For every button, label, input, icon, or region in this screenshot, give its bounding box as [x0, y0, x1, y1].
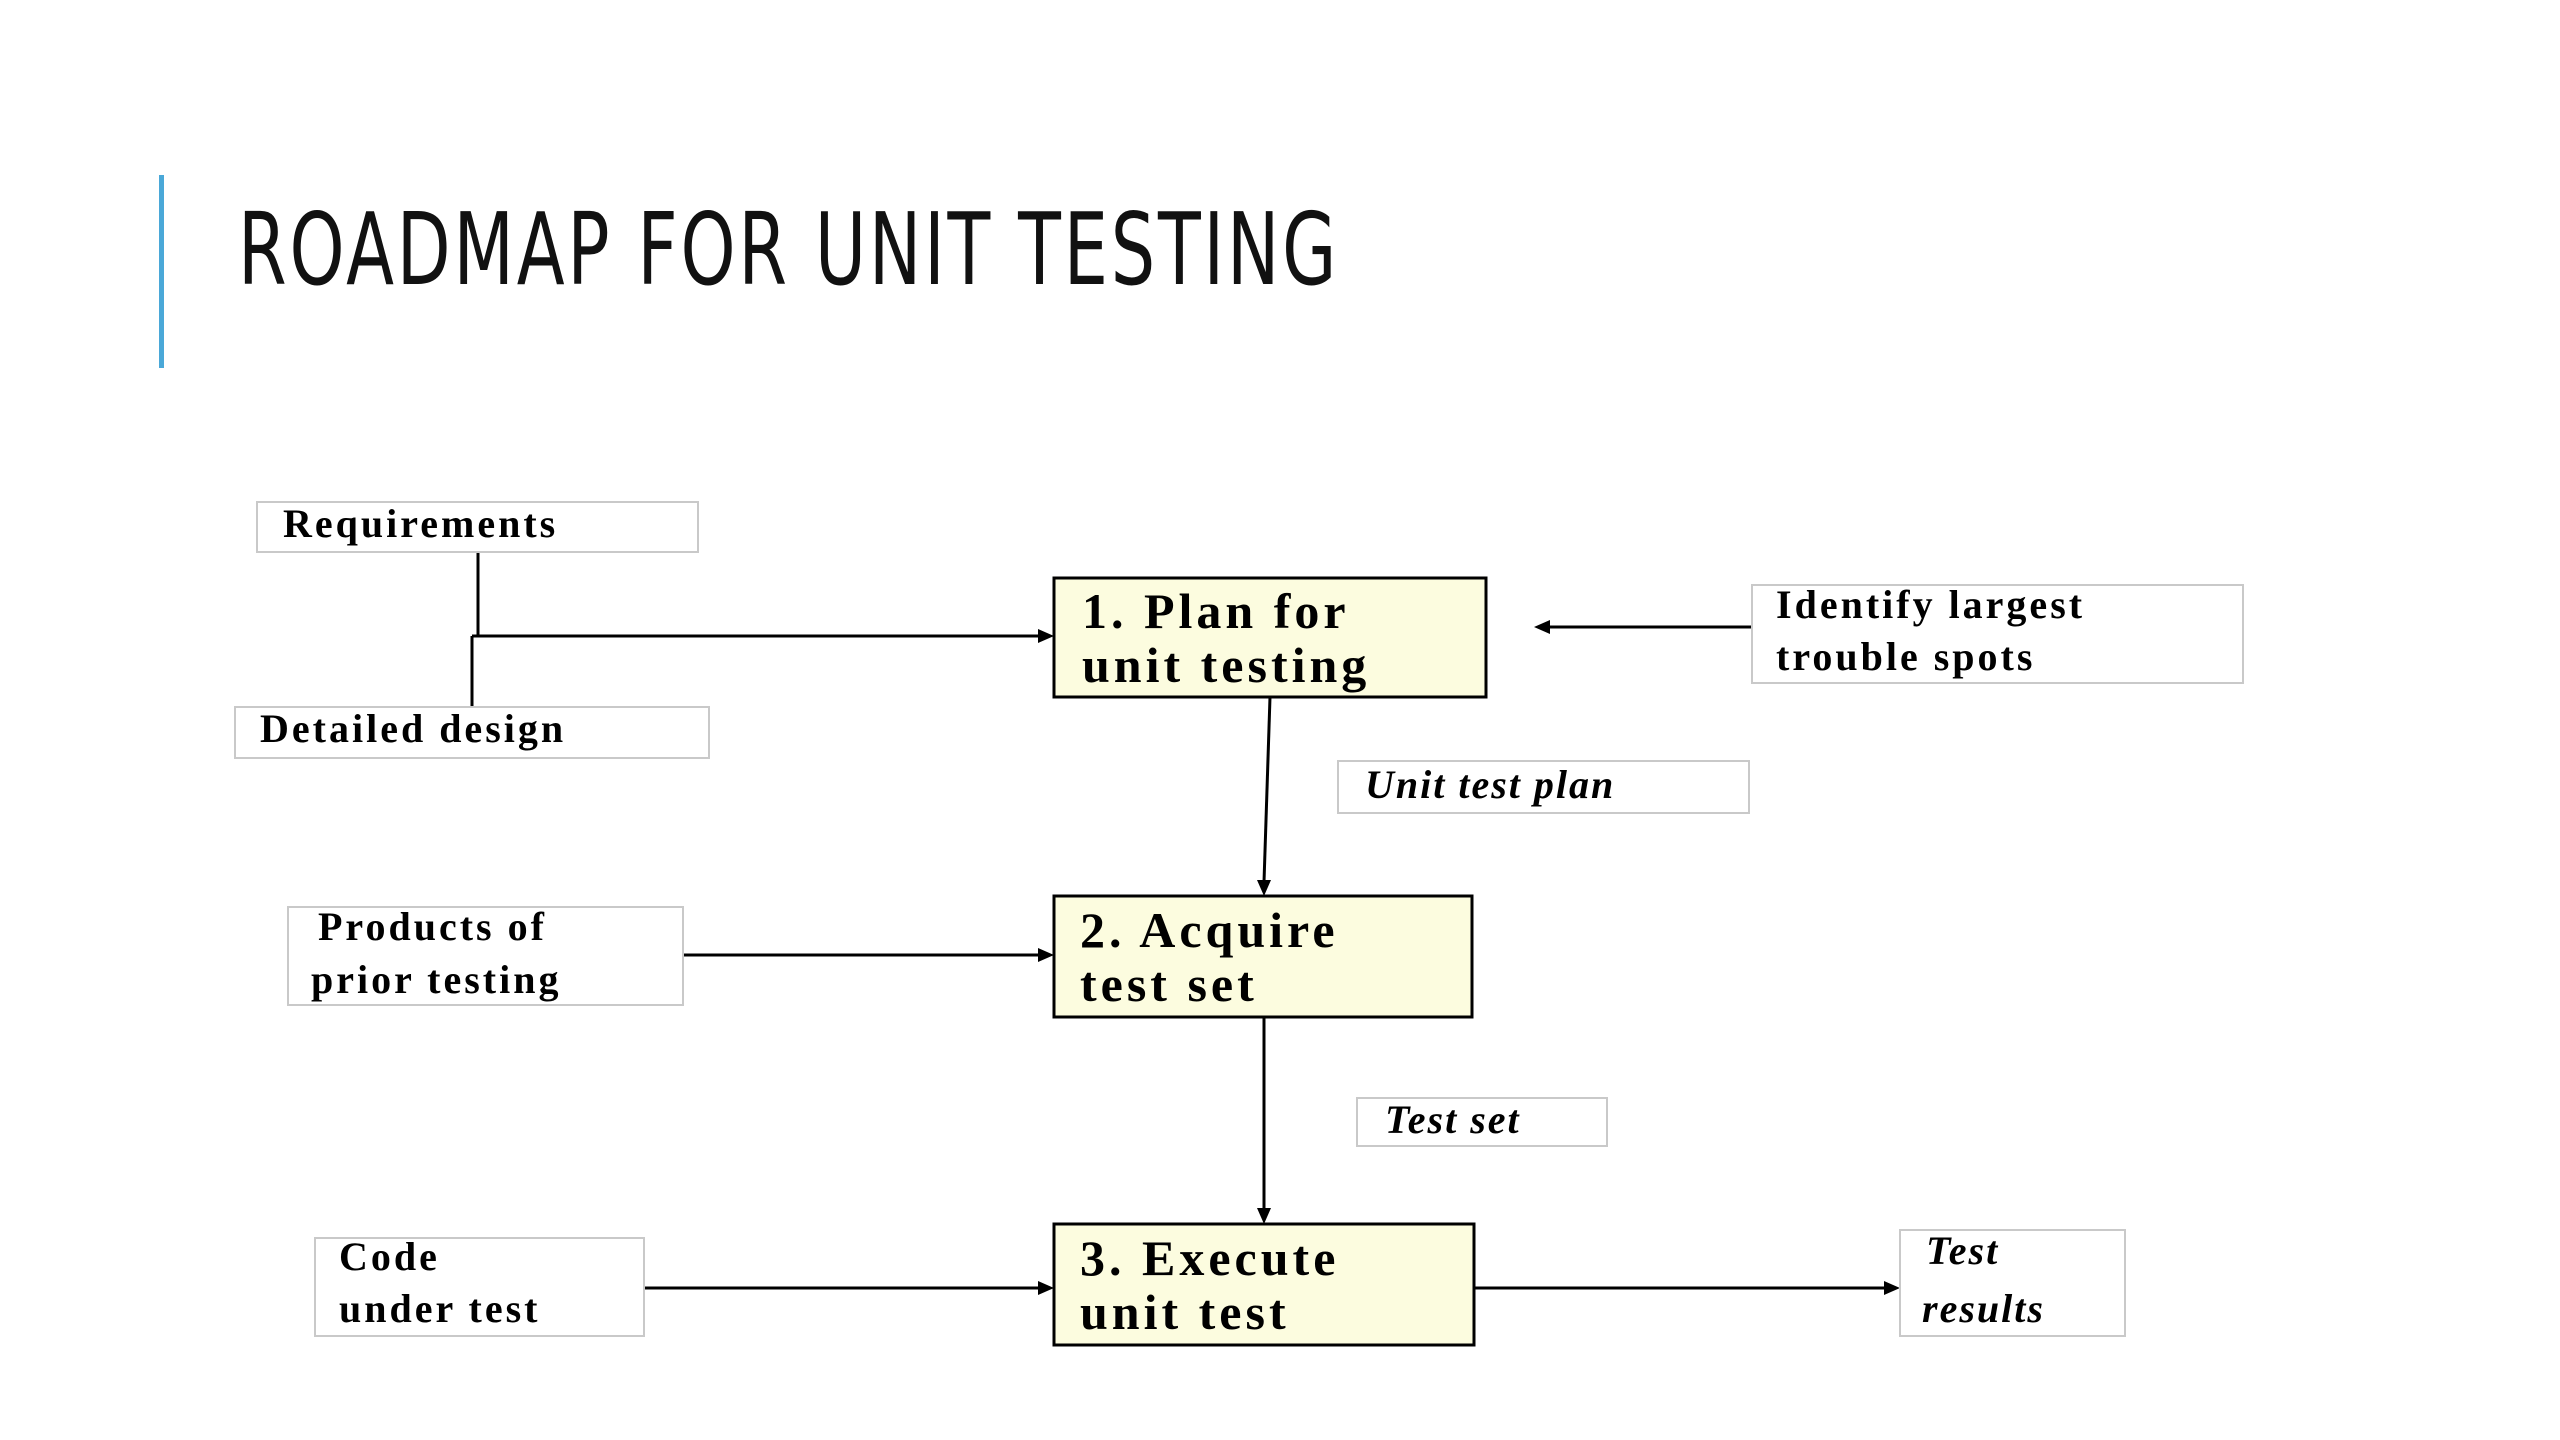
test-results-box: Test results: [1899, 1228, 2126, 1337]
code-under-test-line-1: Code: [339, 1234, 440, 1279]
test-set-label: Test set: [1385, 1097, 1521, 1142]
test-results-line-1: Test: [1926, 1228, 1999, 1273]
test-set-label-box: Test set: [1356, 1097, 1608, 1147]
trouble-to-plan-arrowhead: [1534, 620, 1550, 634]
detailed-design-label: Detailed design: [260, 706, 566, 751]
test-results-line-2: results: [1922, 1286, 2045, 1331]
execute-to-results-arrowhead: [1884, 1281, 1900, 1295]
unit-test-plan-label-box: Unit test plan: [1337, 760, 1750, 814]
detailed-design-box: Detailed design: [234, 706, 710, 759]
prior-testing-line-1: Products of: [318, 904, 547, 949]
step-execute-line-1: 3. Execute: [1080, 1230, 1339, 1286]
connectors: [470, 552, 1900, 1295]
acquire-to-execute-arrowhead: [1257, 1208, 1271, 1224]
prior-testing-line-2: prior testing: [311, 957, 561, 1002]
plan-to-acquire-line: [1262, 696, 1272, 883]
step-acquire-line-1: 2. Acquire: [1080, 902, 1339, 958]
products-to-acquire-arrowhead: [1038, 948, 1054, 962]
step-execute-box: 3. Execute unit test: [1052, 1222, 1476, 1347]
trouble-spots-line-2: trouble spots: [1776, 634, 2035, 679]
step-acquire-line-2: test set: [1080, 956, 1258, 1012]
step-execute-line-2: unit test: [1080, 1284, 1290, 1340]
code-under-test-line-2: under test: [339, 1286, 540, 1331]
trouble-spots-line-1: Identify largest: [1776, 582, 2085, 627]
requirements-label: Requirements: [283, 501, 558, 546]
unit-test-plan-label: Unit test plan: [1365, 762, 1615, 807]
prior-testing-box: Products of prior testing: [287, 904, 684, 1006]
requirements-box: Requirements: [256, 501, 699, 553]
plan-to-acquire-arrowhead: [1257, 880, 1271, 896]
code-under-test-box: Code under test: [314, 1234, 645, 1337]
step-acquire-box: 2. Acquire test set: [1052, 894, 1474, 1019]
trouble-spots-box: Identify largest trouble spots: [1751, 582, 2244, 684]
code-to-execute-arrowhead: [1038, 1281, 1054, 1295]
slide-title: ROADMAP FOR UNIT TESTING: [238, 191, 1340, 308]
step-plan-line-1: 1. Plan for: [1082, 583, 1350, 639]
step-plan-line-2: unit testing: [1082, 637, 1370, 693]
title-accent-bar: [159, 175, 164, 368]
step-plan-box: 1. Plan for unit testing: [1052, 576, 1488, 699]
inputs-to-plan-arrowhead: [1038, 629, 1054, 643]
